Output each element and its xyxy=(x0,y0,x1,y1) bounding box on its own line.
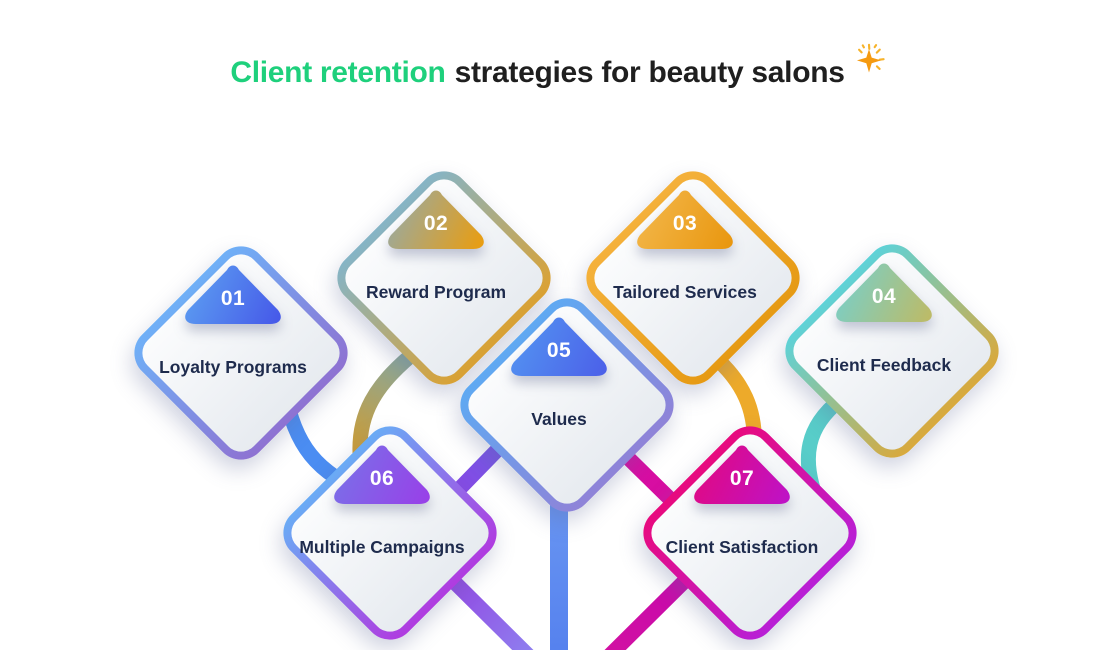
title-rest: strategies for beauty salons xyxy=(454,56,845,89)
card-label: Values xyxy=(531,408,587,429)
number-badge: 01 xyxy=(180,261,286,327)
card-label: Loyalty Programs xyxy=(159,356,307,377)
card-reward-program: 02 Reward Program xyxy=(326,160,562,396)
card-client-satisfaction: 07 Client Satisfaction xyxy=(632,415,868,650)
card-tailored-services: 03 Tailored Services xyxy=(575,160,811,396)
title-highlight: Client retention xyxy=(230,56,446,89)
number-badge: 03 xyxy=(632,186,738,252)
card-label: Tailored Services xyxy=(613,281,757,302)
card-client-feedback: 04 Client Feedback xyxy=(774,233,1010,469)
card-number: 03 xyxy=(672,212,698,235)
card-number: 05 xyxy=(546,339,572,362)
card-label: Client Satisfaction xyxy=(665,536,819,557)
number-badge: 05 xyxy=(506,313,612,379)
card-label: Client Feedback xyxy=(816,354,952,375)
card-values: 05 Values xyxy=(449,287,685,523)
number-badge: 06 xyxy=(329,441,435,507)
card-number: 06 xyxy=(369,467,395,490)
number-badge: 07 xyxy=(689,441,795,507)
card-number: 07 xyxy=(729,467,755,490)
sparkle-icon xyxy=(856,43,885,73)
page-title: Client retention strategies for beauty s… xyxy=(0,43,1116,91)
card-number: 04 xyxy=(871,285,897,308)
card-number: 02 xyxy=(423,212,449,235)
card-number: 01 xyxy=(220,287,246,310)
card-label: Multiple Campaigns xyxy=(299,536,465,557)
card-loyalty-programs: 01 Loyalty Programs xyxy=(123,235,359,471)
number-badge: 04 xyxy=(831,259,937,325)
card-label: Reward Program xyxy=(365,281,507,302)
card-multiple-campaigns: 06 Multiple Campaigns xyxy=(272,415,508,650)
number-badge: 02 xyxy=(383,186,489,252)
